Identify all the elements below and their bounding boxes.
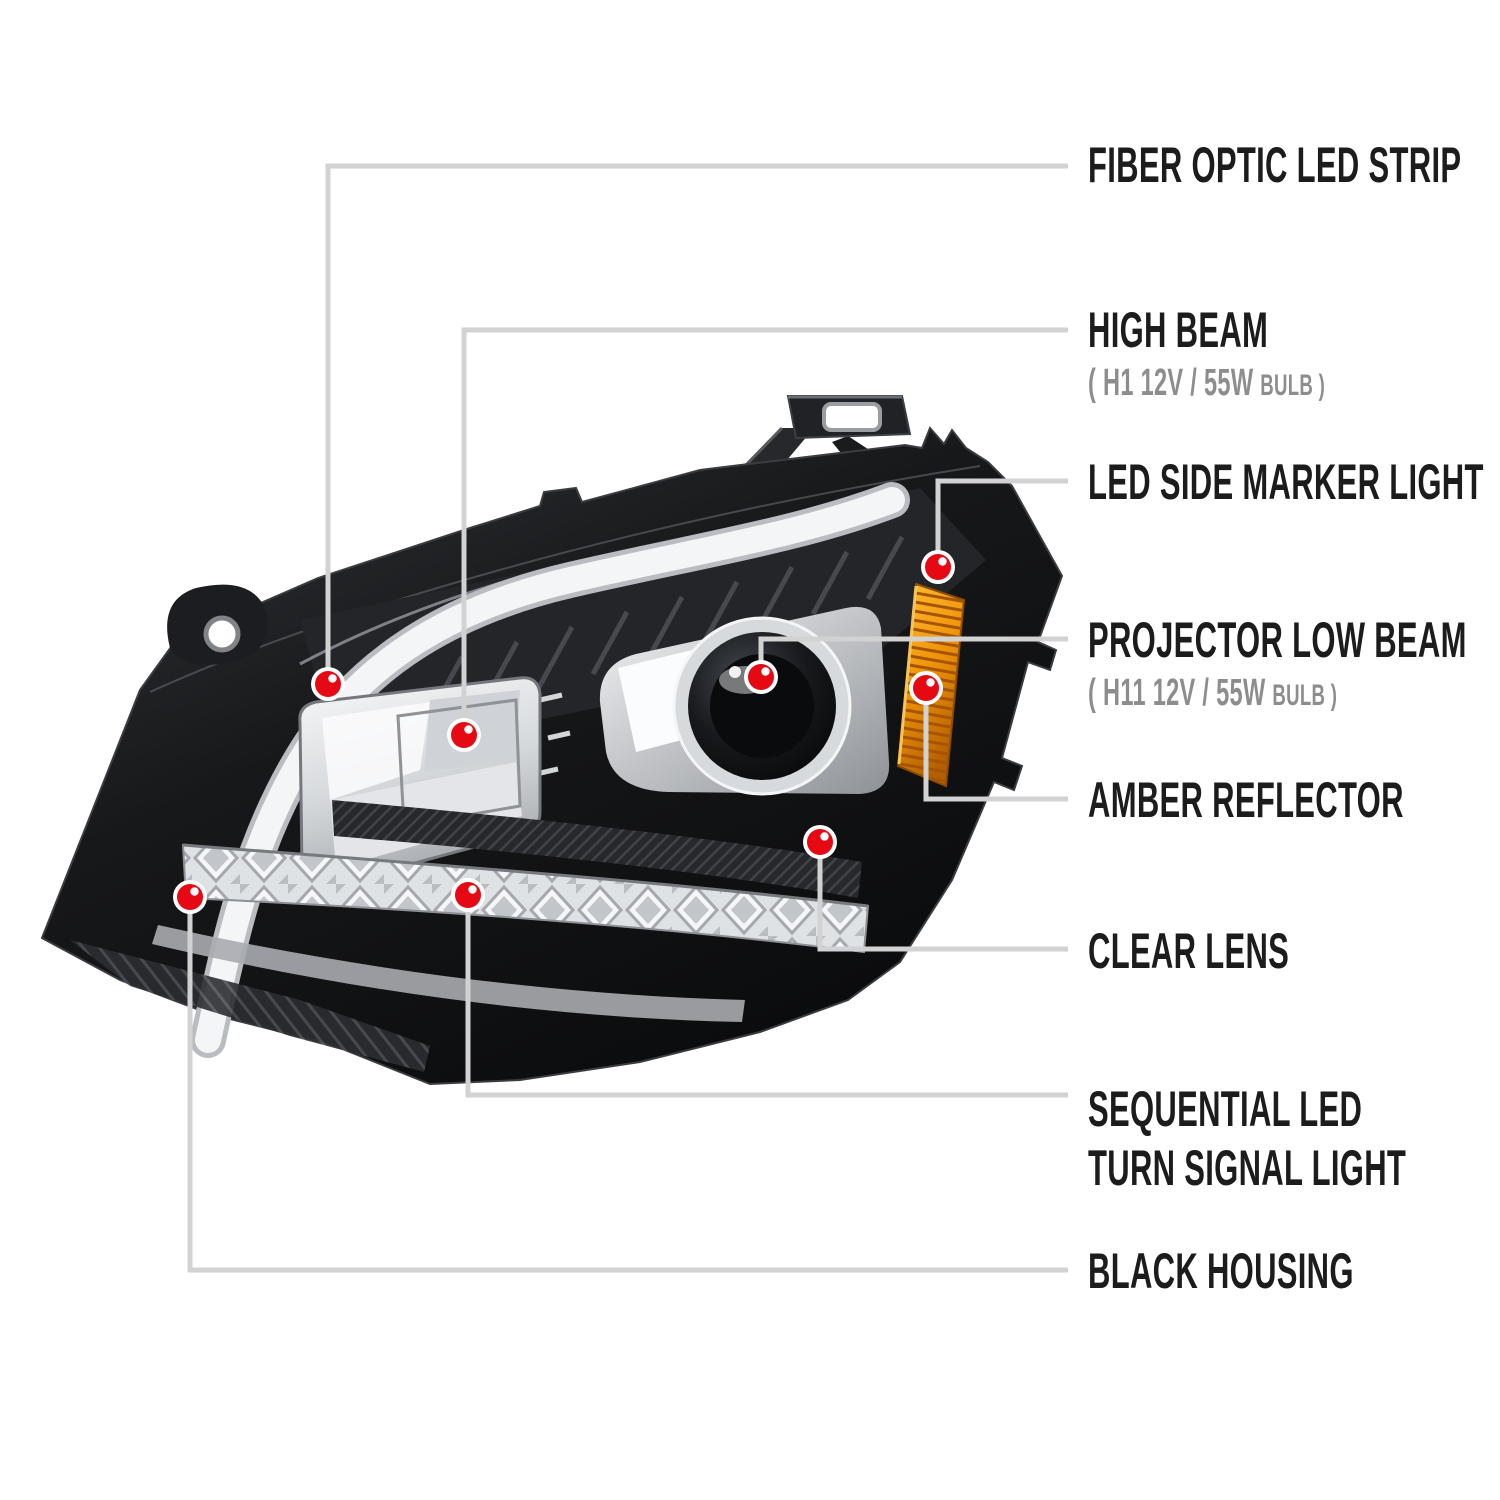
label-title: SEQUENTIAL LED — [1088, 1081, 1363, 1137]
sequential-led-turn-signal-strip — [181, 843, 870, 954]
callout-dots — [173, 550, 955, 914]
callout-label-projector-low-beam: PROJECTOR LOW BEAM ( H11 12V / 55W BULB … — [1088, 615, 1500, 712]
callout-dot-fiber-optic-led-strip — [311, 667, 345, 701]
leader-line-fiber-optic-led-strip — [325, 163, 1068, 684]
callout-dot-black-housing — [173, 880, 207, 914]
spec-main: ( H1 12V / 55W — [1088, 362, 1254, 404]
callout-dot-amber-reflector — [909, 671, 943, 705]
label-spec: ( H11 12V / 55W BULB ) — [1088, 674, 1467, 712]
label-title-line2: TURN SIGNAL LIGHT — [1088, 1140, 1407, 1196]
callout-label-black-housing: BLACK HOUSING — [1088, 1246, 1500, 1296]
label-spec: ( H1 12V / 55W BULB ) — [1088, 364, 1325, 402]
leader-line-led-side-marker-light — [935, 478, 1068, 567]
projector-lens-glass — [710, 654, 814, 758]
leader-line-clear-lens — [817, 842, 1068, 952]
bracket-hole — [822, 402, 882, 432]
callout-dot-led-side-marker-light — [921, 550, 955, 584]
callout-label-fiber-optic-led-strip: FIBER OPTIC LED STRIP — [1088, 140, 1500, 190]
label-title: HIGH BEAM — [1088, 302, 1269, 358]
label-title: PROJECTOR LOW BEAM — [1088, 612, 1467, 668]
spec-main: ( H11 12V / 55W — [1088, 672, 1266, 714]
leader-line-amber-reflector — [923, 688, 1068, 802]
lower-trim — [152, 925, 745, 1022]
callout-dot-sequential-led-turn-signal-light — [451, 878, 485, 912]
label-title: BLACK HOUSING — [1088, 1243, 1354, 1299]
callout-dot-clear-lens — [803, 825, 837, 859]
leader-lines — [187, 163, 1068, 1273]
leader-line-high-beam — [461, 327, 1068, 735]
callout-dot-projector-low-beam — [744, 660, 778, 694]
callout-label-sequential-led-turn-signal-light: SEQUENTIAL LED TURN SIGNAL LIGHT — [1088, 1084, 1500, 1193]
callout-label-high-beam: HIGH BEAM ( H1 12V / 55W BULB ) — [1088, 305, 1470, 402]
carbon-trim-band — [332, 800, 862, 898]
mounting-lug — [167, 584, 268, 665]
spec-small: BULB ) — [1272, 679, 1338, 712]
leader-line-black-housing — [187, 897, 1068, 1273]
callout-label-clear-lens: CLEAR LENS — [1088, 926, 1412, 976]
spec-small: BULB ) — [1260, 369, 1326, 402]
leader-line-sequential-led-turn-signal-light — [465, 895, 1068, 1098]
headlight-unit — [40, 395, 1064, 1086]
label-title: LED SIDE MARKER LIGHT — [1088, 454, 1484, 510]
callout-label-led-side-marker-light: LED SIDE MARKER LIGHT — [1088, 457, 1500, 507]
label-title: CLEAR LENS — [1088, 923, 1290, 979]
label-title: AMBER REFLECTOR — [1088, 772, 1404, 828]
callout-dot-high-beam — [447, 718, 481, 752]
label-title: FIBER OPTIC LED STRIP — [1088, 137, 1462, 193]
lug-hole — [203, 615, 241, 653]
ribbed-chin — [70, 940, 430, 1072]
projector-low-beam-assembly — [599, 606, 890, 796]
callout-label-amber-reflector: AMBER REFLECTOR — [1088, 775, 1500, 825]
